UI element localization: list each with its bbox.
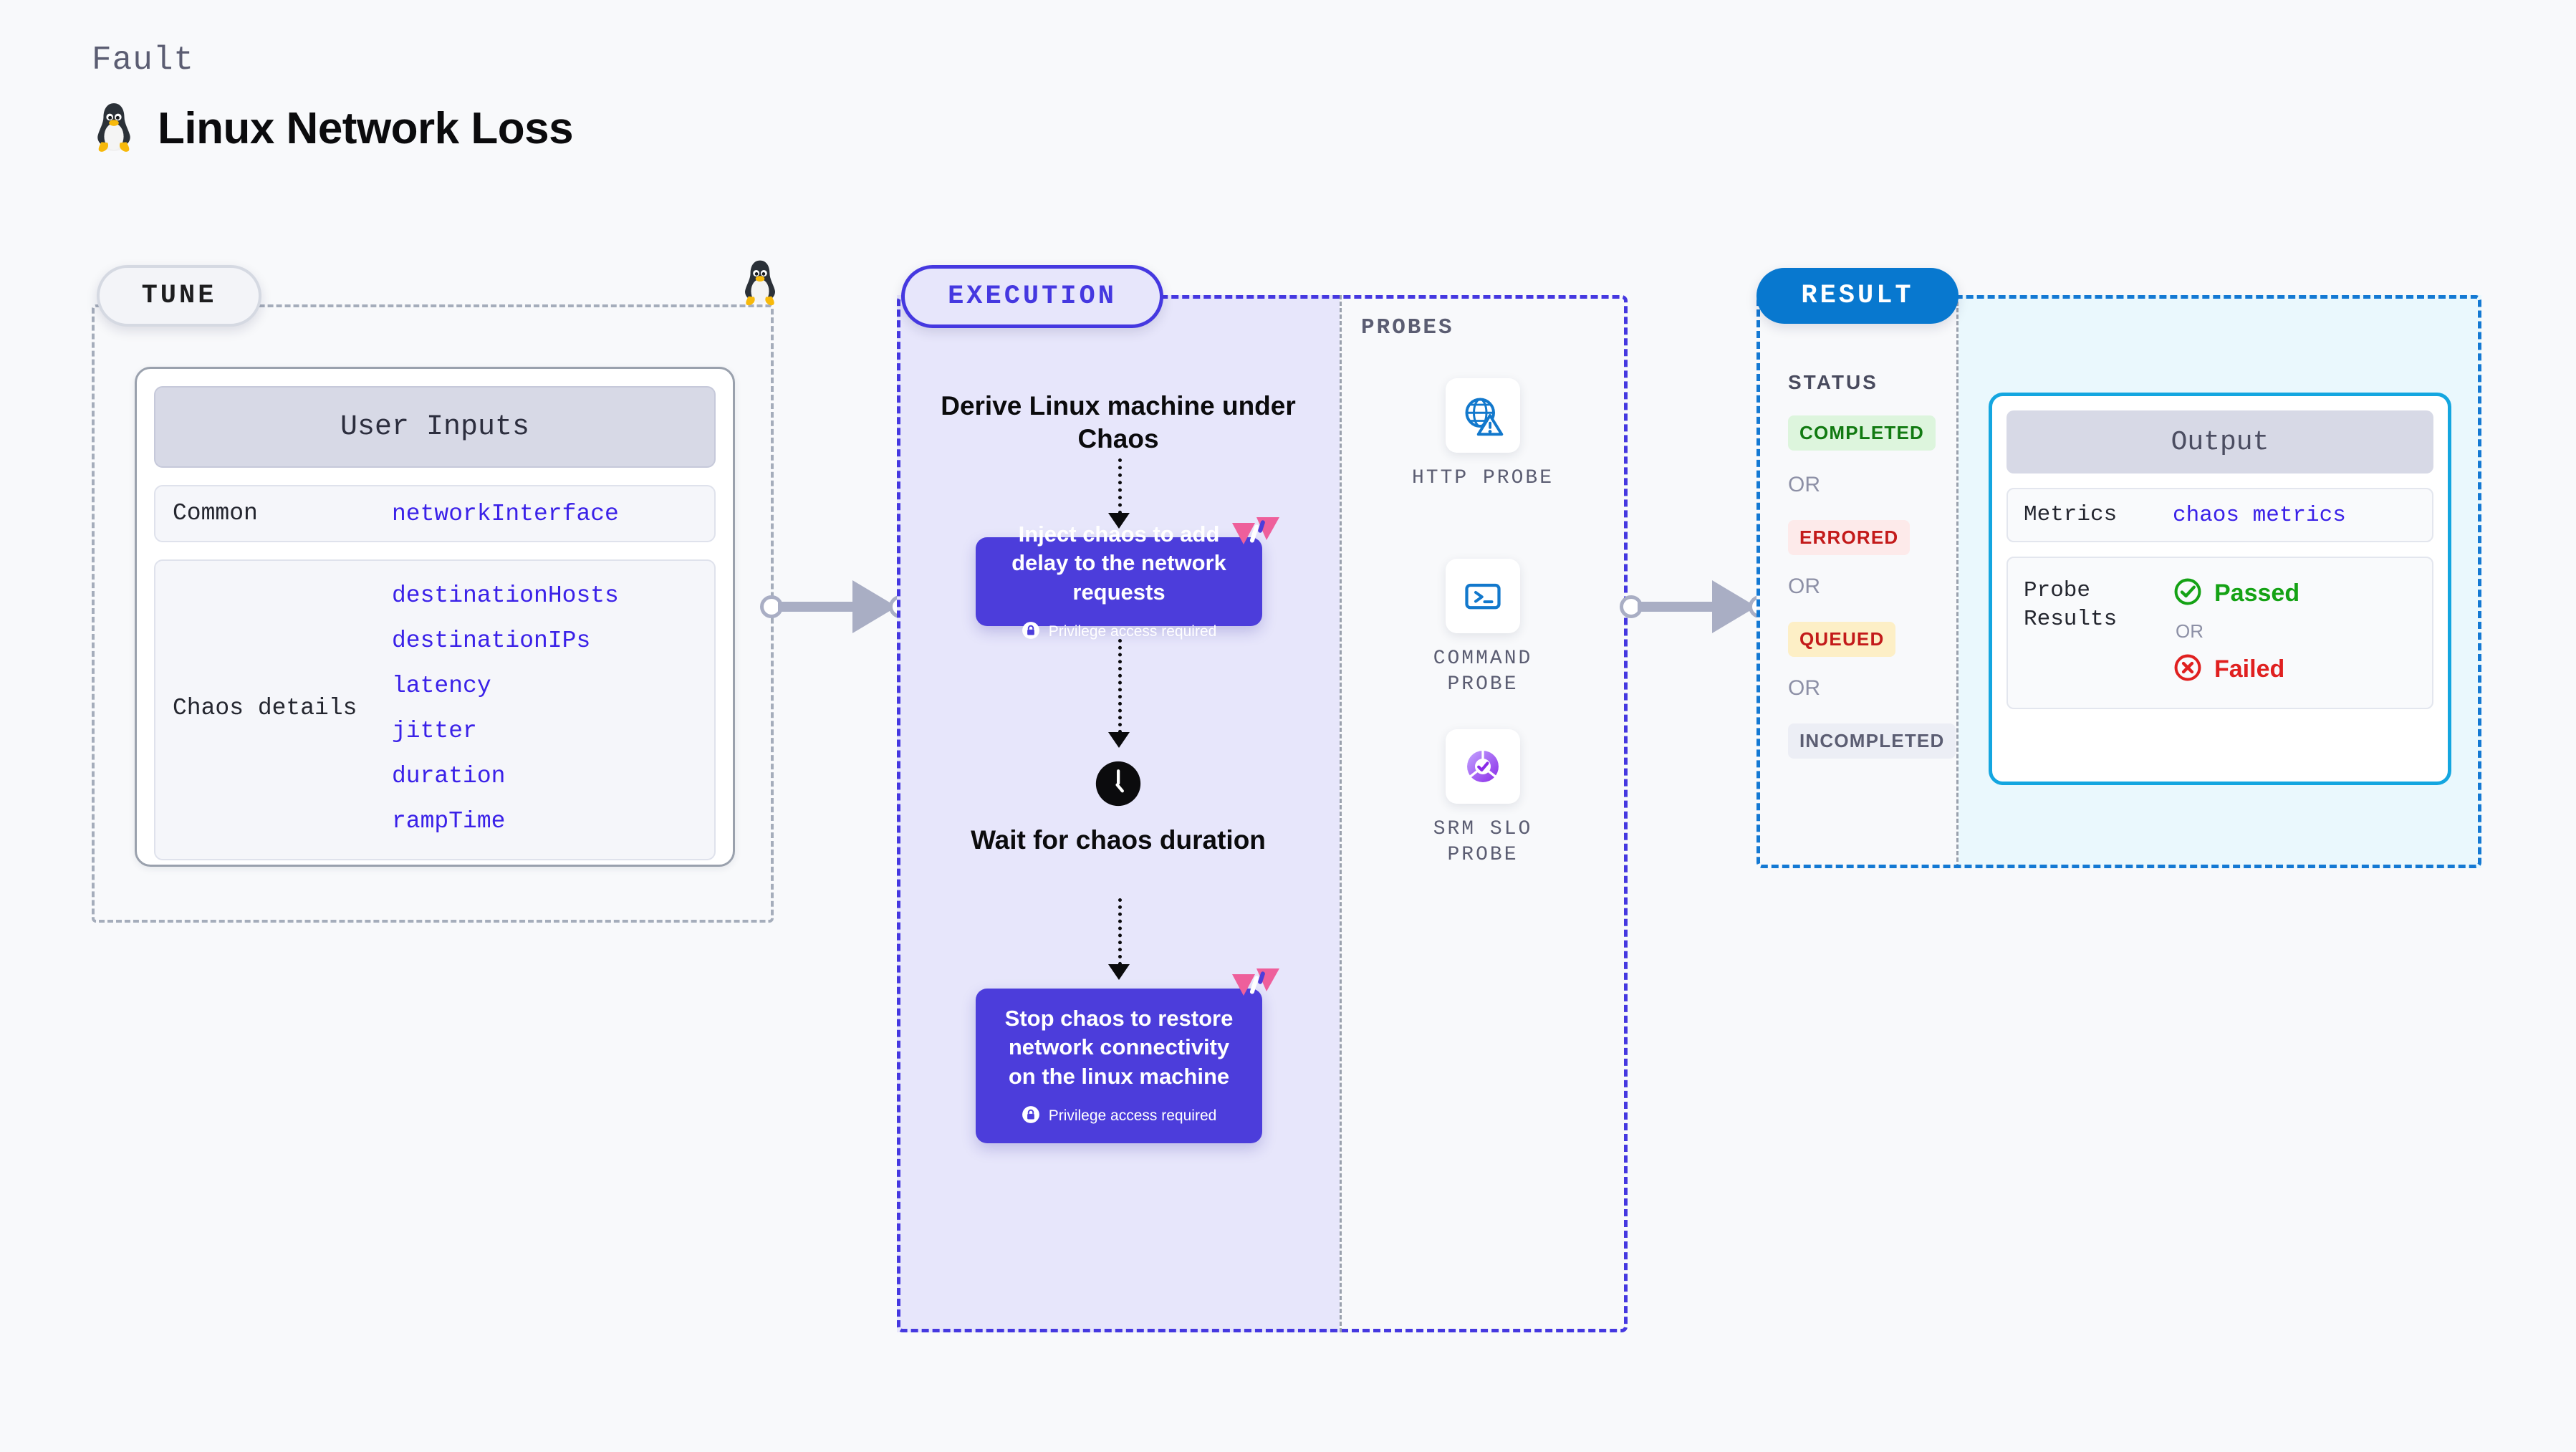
flow-step-inject-chaos-label: Inject chaos to add delay to the network… xyxy=(1011,521,1226,605)
probe-item-srm-slo[interactable]: SRM SLO PROBE xyxy=(1397,729,1569,869)
param-rampTime[interactable]: rampTime xyxy=(392,808,506,835)
probe-item-srm-slo-label: SRM SLO PROBE xyxy=(1433,818,1533,867)
status-badge-errored: ERRORED xyxy=(1788,520,1911,555)
output-metrics-label: Metrics xyxy=(2024,501,2118,527)
tune-section-common-values: networkInterface xyxy=(392,501,619,527)
privilege-note-label: Privilege access required xyxy=(1048,623,1217,640)
flow-step-stop-chaos-label: Stop chaos to restore network connectivi… xyxy=(1004,1006,1234,1089)
harness-logo-icon xyxy=(1231,516,1281,562)
result-status-column xyxy=(1756,295,1959,868)
status-or-1: OR xyxy=(1788,473,1820,496)
user-inputs-card: User Inputs Common networkInterface Chao… xyxy=(135,367,735,867)
linux-penguin-icon xyxy=(92,100,136,157)
tune-linux-penguin-icon xyxy=(739,258,781,310)
probes-title: PROBES xyxy=(1361,315,1454,340)
output-section-probe-results: Probe Results Passed OR xyxy=(2007,557,2433,709)
probe-result-passed: Passed xyxy=(2173,577,2299,610)
harness-logo-icon xyxy=(1231,967,1281,1013)
flow-arrowhead-2 xyxy=(1108,732,1130,748)
connector-execution-to-result xyxy=(1620,573,1772,638)
status-badge-queued: QUEUED xyxy=(1788,622,1896,657)
probes-divider xyxy=(1340,295,1342,1332)
output-card: Output Metrics chaos metrics Probe Resul… xyxy=(1989,393,2451,785)
result-stage-pill[interactable]: RESULT xyxy=(1756,268,1959,324)
globe-warning-icon xyxy=(1446,378,1520,453)
connector-line xyxy=(1638,602,1724,612)
tune-section-common: Common networkInterface xyxy=(154,485,716,542)
flow-step-stop-chaos[interactable]: Stop chaos to restore network connectivi… xyxy=(976,968,1279,1143)
check-circle-icon xyxy=(2173,577,2203,610)
flow-arrow-3 xyxy=(1118,898,1122,966)
param-destinationHosts[interactable]: destinationHosts xyxy=(392,582,619,609)
flow-arrowhead-1 xyxy=(1108,513,1130,529)
status-or-3: OR xyxy=(1788,676,1820,700)
output-probe-results-label: Probe Results xyxy=(2024,578,2118,633)
execution-probes-section xyxy=(897,295,1628,1332)
lock-icon xyxy=(1022,621,1040,643)
param-latency[interactable]: latency xyxy=(392,673,491,699)
page-title: Linux Network Loss xyxy=(158,104,574,153)
flow-step-derive-machine: Derive Linux machine under Chaos xyxy=(941,391,1296,454)
probe-result-passed-label: Passed xyxy=(2214,580,2300,607)
lock-icon xyxy=(1022,1105,1040,1128)
param-jitter[interactable]: jitter xyxy=(392,718,477,744)
probe-item-http-label: HTTP PROBE xyxy=(1411,467,1554,489)
privilege-note: Privilege access required xyxy=(1022,1105,1217,1128)
result-status-title: STATUS xyxy=(1788,371,1878,393)
probe-item-command-label: COMMAND PROBE xyxy=(1433,648,1533,696)
tune-section-chaos-details-values: destinationHosts destinationIPs latency … xyxy=(392,582,619,835)
probe-item-command[interactable]: COMMAND PROBE xyxy=(1397,559,1569,698)
flow-arrow-1 xyxy=(1118,458,1122,514)
execution-stage-pill[interactable]: EXECUTION xyxy=(901,265,1163,328)
output-heading: Output xyxy=(2007,410,2433,473)
tune-section-chaos-details-label: Chaos details xyxy=(173,694,357,721)
result-section xyxy=(1756,295,2481,868)
output-section-metrics: Metrics chaos metrics xyxy=(2007,488,2433,542)
probe-result-or: OR xyxy=(2176,620,2203,642)
probe-item-http[interactable]: HTTP PROBE xyxy=(1397,378,1569,491)
flow-arrowhead-3 xyxy=(1108,964,1130,980)
param-destinationIPs[interactable]: destinationIPs xyxy=(392,628,591,654)
status-or-2: OR xyxy=(1788,574,1820,598)
tune-section-chaos-details: Chaos details destinationHosts destinati… xyxy=(154,559,716,860)
flow-arrow-2 xyxy=(1118,639,1122,734)
page-title-row: Linux Network Loss xyxy=(92,100,574,157)
fault-eyebrow-label: Fault xyxy=(92,42,195,79)
x-circle-icon xyxy=(2173,653,2203,686)
probe-result-failed: Failed xyxy=(2173,653,2299,686)
param-networkInterface[interactable]: networkInterface xyxy=(392,500,619,527)
flow-step-inject-chaos[interactable]: Inject chaos to add delay to the network… xyxy=(976,517,1279,640)
status-badge-incompleted: INCOMPLETED xyxy=(1788,723,1956,759)
output-probe-results-values: Passed OR Failed xyxy=(2173,577,2299,686)
status-badge-completed: COMPLETED xyxy=(1788,415,1936,451)
user-inputs-heading: User Inputs xyxy=(154,386,716,468)
connector-tune-to-execution xyxy=(760,573,912,638)
terminal-prompt-icon xyxy=(1446,559,1520,633)
probe-result-failed-label: Failed xyxy=(2214,655,2285,683)
privilege-note: Privilege access required xyxy=(1022,621,1217,643)
slo-donut-check-icon xyxy=(1446,729,1520,804)
privilege-note-label: Privilege access required xyxy=(1048,1107,1217,1125)
tune-section-common-label: Common xyxy=(173,499,258,527)
output-metrics-value[interactable]: chaos metrics xyxy=(2173,502,2346,528)
execution-flow: Derive Linux machine under Chaos Inject … xyxy=(897,295,1340,1332)
param-duration[interactable]: duration xyxy=(392,763,506,789)
tune-stage-pill[interactable]: TUNE xyxy=(97,265,261,327)
flow-step-wait-duration: Wait for chaos duration xyxy=(971,825,1266,855)
clock-icon xyxy=(1094,759,1143,808)
page-header: Fault Linux Network Loss xyxy=(92,42,574,157)
connector-line xyxy=(778,602,864,612)
